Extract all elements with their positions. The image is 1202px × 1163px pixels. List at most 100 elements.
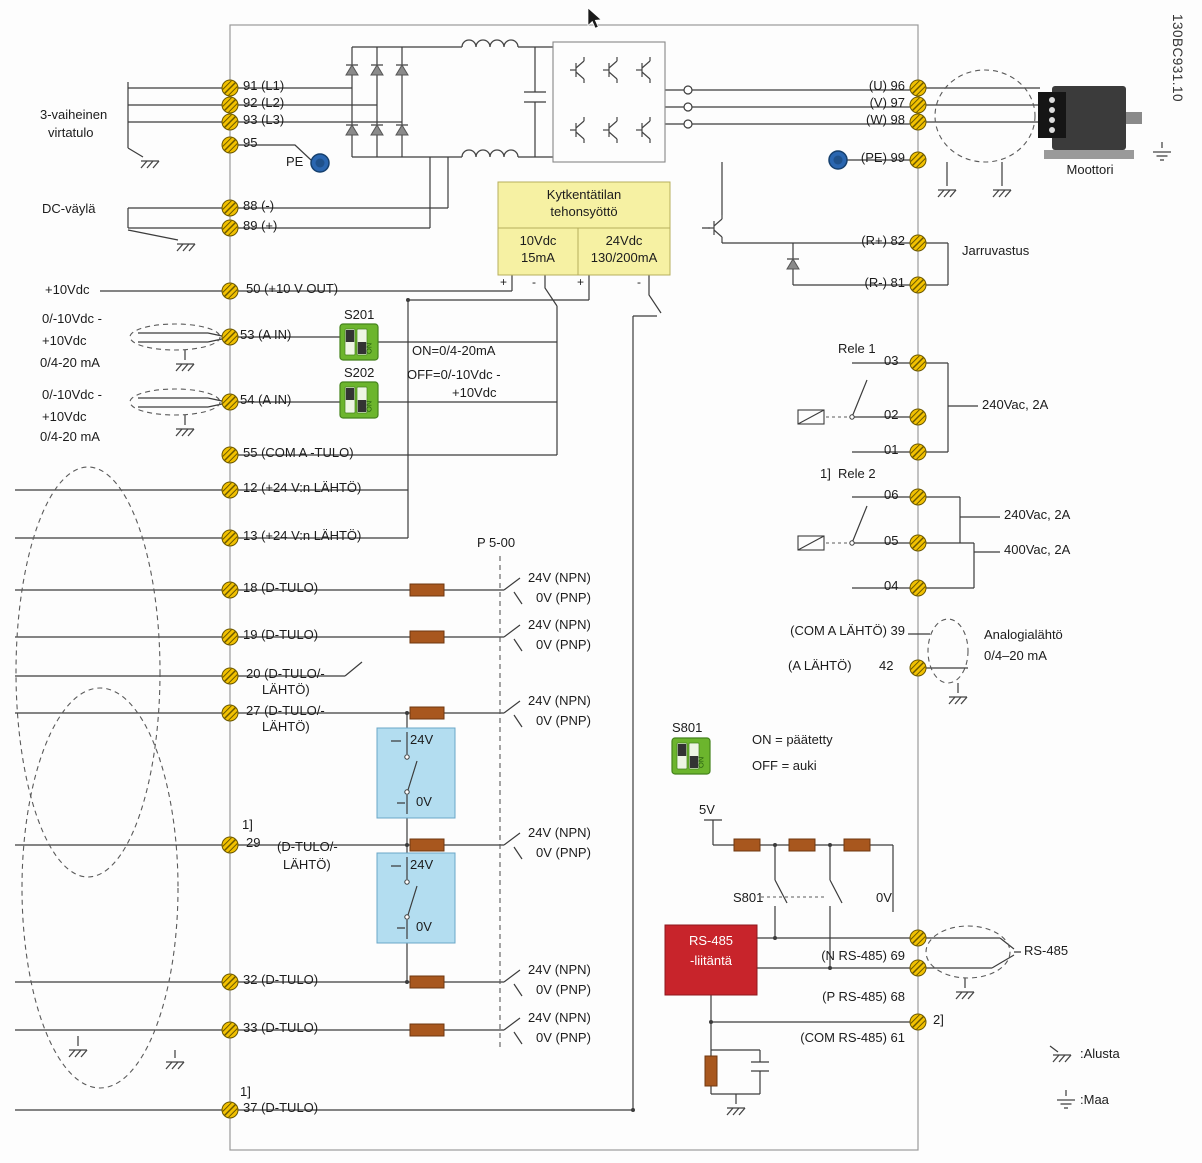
rs485-box-label-2: -liitäntä: [690, 953, 732, 968]
terminal-98: [909, 113, 927, 131]
motor-cable-shield: [934, 69, 1036, 163]
inverter-igbts: [569, 56, 651, 144]
terminal-99: [909, 151, 927, 169]
note-1-terminal-37: 1]: [240, 1084, 251, 1099]
terminal-39-label: (COM A LÄHTÖ) 39: [790, 623, 905, 638]
relay2-label: Rele 2: [838, 466, 876, 481]
relay2-rating-1: 240Vac, 2A: [1004, 507, 1071, 522]
input-resistors: [409, 583, 871, 1087]
terminal-32: [221, 973, 239, 991]
rs485-0v-label: 0V: [876, 890, 892, 905]
legend-earth-label: :Maa: [1080, 1092, 1109, 1107]
relay-coils: [797, 409, 825, 551]
analog-in-shield: [129, 388, 221, 416]
terminal-82-label: (R+) 82: [861, 233, 905, 248]
terminal-93-label: 93 (L3): [243, 112, 285, 127]
terminal-91-label: 91 (L1): [243, 78, 285, 93]
terminal-29-label: 29: [246, 835, 261, 850]
level-box2-0v: 0V: [416, 919, 432, 934]
ain54-range-1: 0/-10Vdc -: [42, 387, 102, 402]
terminal-69-label: (N RS-485) 69: [821, 948, 905, 963]
motor-graphic: [1038, 86, 1142, 159]
s202-note-2: +10Vdc: [452, 385, 497, 400]
s801-switch-label: S801: [733, 890, 764, 905]
terminal-68: [909, 959, 927, 977]
rs485-interface-box: [664, 924, 758, 996]
terminal-18-label: 18 (D-TULO): [243, 580, 319, 595]
legend-earth-icon: [1056, 1099, 1076, 1109]
power-input-label-2: virtatulo: [48, 125, 94, 140]
note-2-terminal-61: 2]: [933, 1012, 944, 1027]
terminal-91: [221, 79, 239, 97]
terminal-69: [909, 929, 927, 947]
power-input-label-1: 3-vaiheinen: [40, 107, 108, 122]
terminal-12-label: 12 (+24 V:n LÄHTÖ): [243, 480, 362, 495]
di19-pnp-label: 0V (PNP): [536, 637, 591, 652]
note-1-terminal-29: 1]: [242, 817, 253, 832]
level-box1-24v: 24V: [410, 732, 434, 747]
di27-pnp-label: 0V (PNP): [536, 713, 591, 728]
analog-out-label-2: 0/4–20 mA: [984, 648, 1047, 663]
terminal-42-number: 42: [879, 658, 894, 673]
rs485-cable-shield: [925, 925, 1011, 979]
terminal-42: [909, 659, 927, 677]
terminal-99-label: (PE) 99: [860, 150, 905, 165]
s201-label: S201: [344, 307, 375, 322]
param-p5-00-label: P 5-00: [477, 535, 516, 550]
s202-note-1: OFF=0/-10Vdc -: [407, 367, 501, 382]
dc-choke-bottom: [461, 149, 519, 158]
di33-pnp-label: 0V (PNP): [536, 1030, 591, 1045]
plus10v-label: +10Vdc: [45, 282, 90, 297]
smps-title-1: Kytkentätilan: [546, 187, 622, 202]
terminal-97-label: (V) 97: [869, 95, 905, 110]
ain53-range-2: +10Vdc: [42, 333, 87, 348]
analog-in-shield: [129, 323, 221, 351]
s201-on-marking: ON: [365, 343, 374, 354]
smps-plus-1: +: [500, 275, 508, 289]
terminal-96: [909, 79, 927, 97]
terminal-54-label: 54 (A IN): [240, 392, 292, 407]
relay2-04-label: 04: [884, 578, 899, 593]
smps-minus-1: -: [532, 275, 536, 289]
analog-out-shield: [927, 618, 969, 684]
terminal-92-label: 92 (L2): [243, 95, 285, 110]
terminal-88-label: 88 (-): [243, 198, 275, 213]
rs485-box-label-1: RS-485: [688, 933, 734, 948]
terminal-82: [909, 234, 927, 252]
relay2-06-label: 06: [884, 487, 899, 502]
smps-24v-current: 130/200mA: [590, 250, 658, 265]
smps-title-2: tehonsyöttö: [550, 204, 618, 219]
level-box1-0v: 0V: [416, 794, 432, 809]
terminal-96-label: (U) 96: [868, 78, 905, 93]
terminal-61-label: (COM RS-485) 61: [800, 1030, 905, 1045]
level-box2-24v: 24V: [410, 857, 434, 872]
terminal-98-label: (W) 98: [866, 112, 905, 127]
terminal-32-label: 32 (D-TULO): [243, 972, 319, 987]
mechanical-links: [761, 416, 848, 898]
s801-on-note: ON = päätetty: [752, 732, 833, 747]
terminal-18: [221, 581, 239, 599]
document-code: 130BC931.10: [1170, 14, 1185, 103]
terminal-50-label: 50 (+10 V OUT): [246, 281, 339, 296]
terminal-12: [221, 481, 239, 499]
control-cable-shield: [15, 466, 161, 878]
wires: [15, 46, 1163, 1111]
terminal-89: [221, 219, 239, 237]
pe-left-label: PE: [286, 154, 304, 169]
junction-dots: [405, 298, 832, 1112]
terminal-27: [221, 704, 239, 722]
s201-note: ON=0/4-20mA: [412, 343, 496, 358]
s801-off-note: OFF = auki: [752, 758, 817, 773]
motor-label: Moottori: [1066, 162, 1114, 177]
brake-diode: [786, 258, 800, 270]
terminal-54: [221, 393, 239, 411]
relay-pivots: [849, 414, 855, 546]
smps-24v-label: 24Vdc: [605, 233, 643, 248]
smps-plus-2: +: [577, 275, 585, 289]
control-cable-shield: [21, 687, 179, 1089]
terminal-20: [221, 667, 239, 685]
di32-pnp-label: 0V (PNP): [536, 982, 591, 997]
relay1-rating: 240Vac, 2A: [982, 397, 1049, 412]
shield-and-reference-dashes: [15, 69, 1036, 1089]
